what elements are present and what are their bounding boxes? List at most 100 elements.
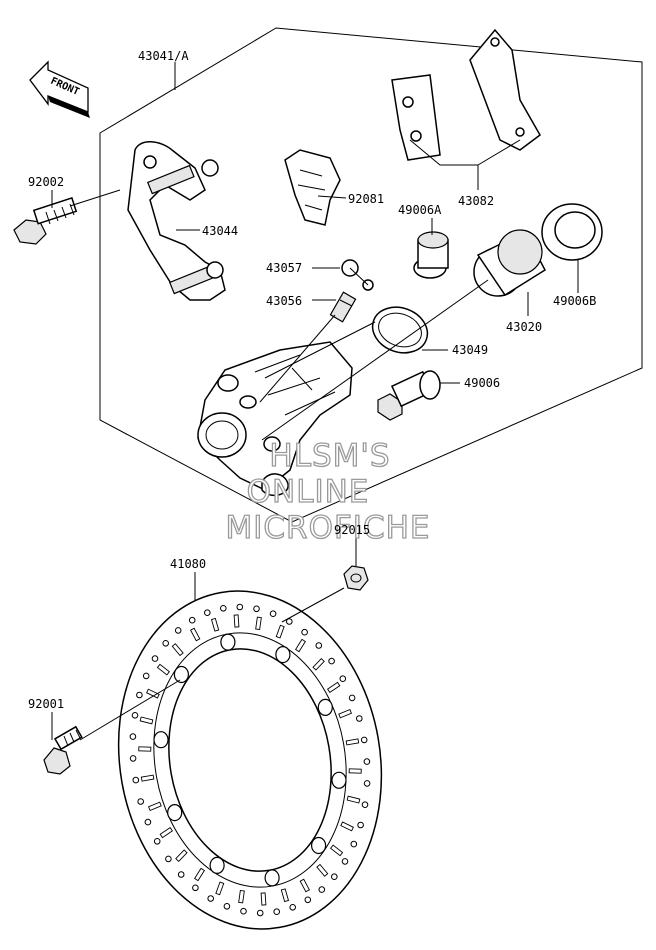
disc-hole (136, 691, 143, 699)
piston-43020 (473, 229, 546, 297)
label-49006: 49006 (464, 376, 500, 390)
disc-hole (360, 736, 368, 744)
disc-hole (142, 672, 150, 680)
disc-slot (326, 681, 341, 694)
leader-lines (51, 62, 579, 741)
label-92002: 92002 (28, 175, 64, 189)
watermark-line2: ONLINE (247, 474, 370, 510)
seal-43049 (371, 306, 429, 354)
disc-hole (331, 873, 338, 881)
ring-49006B (541, 203, 603, 261)
disc-hole (207, 895, 214, 902)
disc-hole (129, 733, 137, 740)
disc-slot (345, 738, 360, 746)
disc-hole (361, 801, 369, 809)
disc-hole (289, 904, 297, 911)
disc-slot (260, 892, 267, 906)
disc-hole (204, 609, 211, 617)
disc-slot (138, 746, 152, 752)
disc-slot (316, 863, 329, 877)
disc-bolt-hole (209, 856, 225, 875)
watermark-line3: MICROFICHE (226, 510, 431, 546)
disc-slot (171, 643, 184, 657)
disc-slot (348, 768, 362, 774)
disc-hole (269, 610, 277, 618)
boot-49006A (413, 231, 449, 279)
disc-slots (138, 614, 362, 906)
disc-hole (177, 871, 185, 878)
disc-bolt-hole (331, 771, 347, 789)
bleed-valve-43056 (329, 291, 357, 323)
disc-slot (159, 826, 174, 839)
disc-slot (146, 688, 160, 699)
disc-hole (363, 758, 371, 765)
disc-hole (286, 618, 293, 625)
disc-hole (318, 886, 326, 893)
disc-hole (315, 642, 323, 649)
disc-hole (153, 838, 161, 845)
disc-hole (256, 909, 264, 917)
bolt-92002 (13, 197, 78, 245)
disc-bolt-hole (167, 803, 183, 822)
disc-slot (190, 627, 201, 642)
disc-hole (174, 627, 182, 634)
disc-hole (220, 605, 227, 612)
watermark: HLSM'S ONLINE MICROFICHE (225, 437, 431, 546)
disc-slot (194, 867, 205, 882)
disc-hole (188, 616, 196, 624)
disc-slot (210, 617, 220, 632)
disc-slot (330, 844, 344, 857)
disc-bolt-hole (275, 645, 291, 664)
disc-bolt-holes (153, 633, 347, 887)
label-49006B: 49006B (553, 294, 596, 308)
disc-hole (339, 675, 347, 683)
disc-slot (238, 889, 245, 904)
disc-slot (338, 709, 352, 719)
label-43082: 43082 (458, 194, 494, 208)
label-43020: 43020 (506, 320, 542, 334)
disc-bolt-hole (173, 665, 189, 684)
disc-slot (255, 616, 262, 631)
disc-slot (148, 801, 162, 811)
disc-bolt-hole (264, 869, 280, 887)
disc-slot (175, 849, 188, 863)
disc-hole (162, 640, 169, 647)
disc-hole (132, 776, 140, 784)
disc-hole (301, 628, 308, 636)
label-43056: 43056 (266, 294, 302, 308)
brake-disc-41080 (117, 590, 383, 930)
disc-bolt-hole (153, 731, 169, 749)
disc-hole (348, 694, 356, 702)
disc-hole (328, 657, 335, 665)
brake-pad-43082 (391, 28, 541, 161)
pin-49006 (377, 370, 441, 421)
label-43057: 43057 (266, 261, 302, 275)
disc-hole (357, 821, 364, 829)
disc-hole (341, 858, 349, 865)
disc-hole (363, 780, 371, 787)
disc-hole (253, 605, 260, 613)
disc-bolt-hole (220, 633, 236, 651)
disc-slot (156, 663, 170, 676)
assembly-outline (99, 27, 643, 523)
label-92001: 92001 (28, 697, 64, 711)
label-43044: 43044 (202, 224, 238, 238)
disc-bolt-hole (311, 836, 327, 855)
disc-slot (140, 774, 155, 782)
front-arrow-icon: FRONT (29, 60, 90, 118)
watermark-line1: HLSM'S (269, 438, 390, 474)
disc-slot (312, 657, 325, 671)
disc-slot (346, 795, 361, 804)
disc-hole (151, 655, 159, 662)
disc-hole (131, 712, 139, 719)
disc-hole (129, 755, 137, 762)
disc-slot (139, 716, 154, 725)
disc-hole (240, 907, 247, 915)
label-49006A: 49006A (398, 203, 442, 217)
nut-92015 (343, 565, 369, 591)
cap-43057 (341, 259, 374, 291)
label-92015: 92015 (334, 523, 370, 537)
disc-hole (304, 896, 312, 904)
disc-hole (144, 818, 152, 826)
